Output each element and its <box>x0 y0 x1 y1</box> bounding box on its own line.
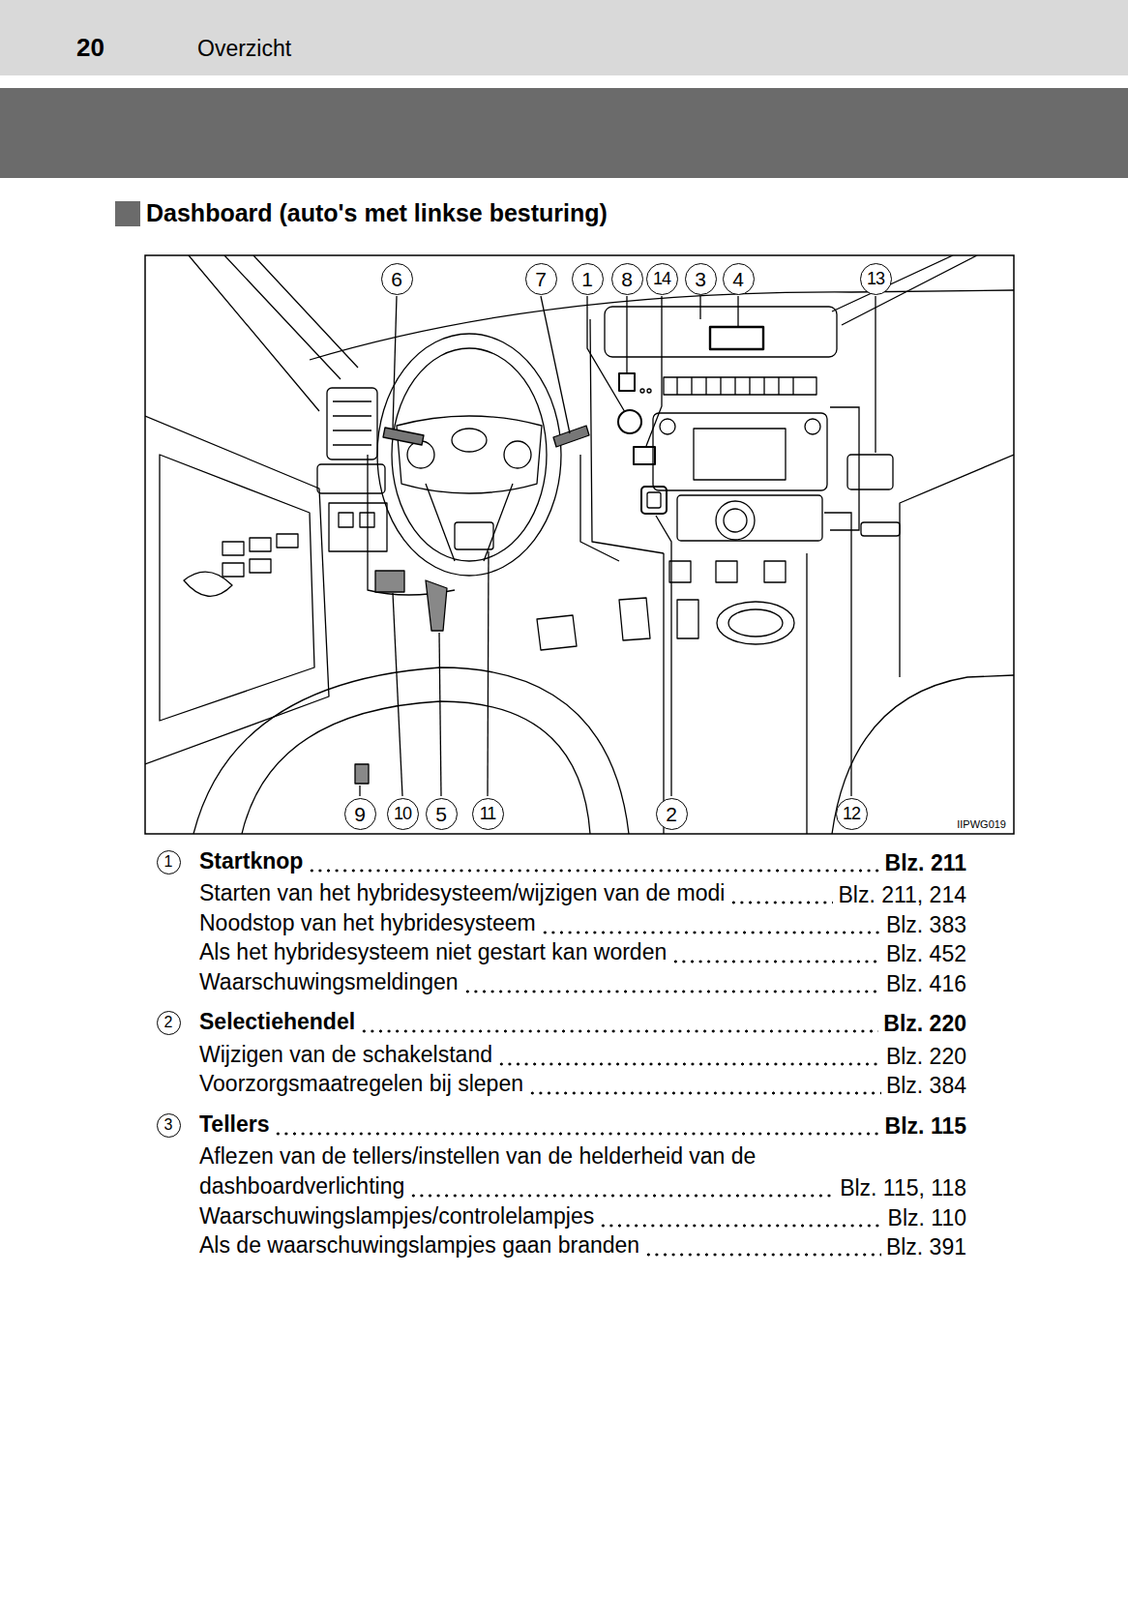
page-title: Dashboard (auto's met linkse besturing) <box>146 199 608 228</box>
index-entry: Starten van het hybridesysteem/wijzigen … <box>199 880 725 906</box>
callout-text: 4 <box>732 268 744 290</box>
index-entry: Noodstop van het hybridesysteem <box>199 910 536 936</box>
callout-number: 7 <box>525 263 558 296</box>
dot-leader <box>644 1251 882 1258</box>
callout-number: 9 <box>344 798 377 831</box>
callout-number: 10 <box>386 798 419 831</box>
page-reference: Blz. 452 <box>886 939 967 970</box>
index-row: Selectiehendel Blz. 220 <box>199 1007 967 1038</box>
index-heading: Selectiehendel <box>199 1009 356 1035</box>
index-entry: Voorzorgsmaatregelen bij slepen <box>199 1070 524 1097</box>
page-reference: Blz. 220 <box>886 1041 967 1072</box>
dot-leader <box>409 1192 835 1199</box>
dot-leader <box>598 1222 883 1229</box>
index-heading: Tellers <box>199 1111 269 1137</box>
dot-leader <box>671 958 882 965</box>
callout-text: 12 <box>842 804 861 823</box>
leader-lines <box>359 296 876 797</box>
callout-text: 6 <box>390 268 403 290</box>
index-row: Waarschuwingslampjes/controlelampjes Blz.… <box>199 1201 967 1232</box>
index-row: Voorzorgsmaatregelen bij slepen Blz. 384 <box>199 1068 967 1099</box>
section-name: Overzicht <box>197 37 292 60</box>
callout-number: 14 <box>646 263 679 296</box>
index-entry: Waarschuwingsmeldingen <box>199 969 459 995</box>
dot-leader <box>463 988 882 995</box>
dot-leader <box>528 1090 882 1097</box>
callout-text: 8 <box>621 268 633 290</box>
figure-code: IIPWG019 <box>956 818 1007 831</box>
header-band-ground <box>0 0 1128 76</box>
page-reference: Blz. 211, 214 <box>837 880 967 911</box>
index-heading: Startknop <box>199 848 303 874</box>
illustration-frame <box>145 255 1014 834</box>
callout-number: 1 <box>571 263 604 296</box>
callout-text: 10 <box>393 804 412 823</box>
dark-band <box>0 88 1128 179</box>
callout-number: 2 <box>156 1010 181 1036</box>
index-row: Als het hybridesysteem niet gestart kan … <box>199 937 967 968</box>
callout-text: 7 <box>534 268 547 290</box>
callout-number: 11 <box>472 798 505 831</box>
page-reference: Blz. 110 <box>888 1203 967 1234</box>
dot-leader <box>307 867 880 874</box>
index-row: Startknop Blz. 211 <box>199 846 967 877</box>
callout-number: 12 <box>835 798 868 831</box>
callout-number: 3 <box>684 263 717 296</box>
callout-text: 13 <box>866 269 885 288</box>
page-reference: Blz. 220 <box>883 1009 967 1039</box>
index-row: Als de waarschuwingslampjes gaan branden… <box>199 1230 967 1261</box>
callout-text: 3 <box>164 1117 174 1133</box>
callout-text: 11 <box>479 804 497 823</box>
callout-text: 14 <box>653 269 671 288</box>
page-reference: Blz. 391 <box>886 1232 967 1263</box>
index-text: Starten van het hybridesysteem/wijzigen … <box>199 878 819 909</box>
index-entry: Waarschuwingslampjes/controlelampjes <box>199 1203 594 1229</box>
callout-text: 1 <box>581 268 594 290</box>
callout-number: 4 <box>722 263 755 296</box>
index-row: Waarschuwingsmeldingen Blz. 416 <box>199 967 967 998</box>
index-row: Tellers Blz. 115 <box>199 1109 967 1140</box>
title-marker <box>115 201 141 227</box>
page-reference: Blz. 115, 118 <box>839 1173 967 1204</box>
callout-text: 2 <box>665 803 678 825</box>
callout-text: 9 <box>354 803 366 825</box>
index-entry: Aflezen van de tellers/instellen van de … <box>199 1143 756 1199</box>
callout-number: 8 <box>611 263 644 296</box>
page-reference: Blz. 115 <box>885 1111 967 1142</box>
callout-number: 13 <box>860 263 892 296</box>
dashboard-drawing <box>145 255 1014 834</box>
header-band: 20 Overzicht <box>0 0 1128 76</box>
page-reference: Blz. 416 <box>886 969 967 1000</box>
dot-leader <box>729 899 833 906</box>
dot-leader <box>497 1061 882 1068</box>
dot-leader <box>540 929 882 936</box>
dot-leader <box>359 1028 879 1035</box>
callout-text: 5 <box>435 803 447 825</box>
page-reference: Blz. 383 <box>886 910 967 941</box>
index-row: Aflezen van de tellers/instellen van de … <box>199 1141 967 1202</box>
index-entry: Als de waarschuwingslampjes gaan branden <box>199 1232 640 1258</box>
page-number: 20 <box>76 34 105 60</box>
dot-leader <box>273 1130 880 1137</box>
callout-number: 2 <box>655 798 688 831</box>
callout-number: 5 <box>425 798 458 831</box>
index-entry: Wijzigen van de schakelstand <box>199 1041 493 1068</box>
index-entry: Als het hybridesysteem niet gestart kan … <box>199 939 667 965</box>
callout-number: 3 <box>156 1113 181 1138</box>
index-row: Wijzigen van de schakelstand Blz. 220 <box>199 1039 967 1070</box>
callout-number: 6 <box>381 263 414 296</box>
index-row: Starten van het hybridesysteem/wijzigen … <box>199 878 967 909</box>
page-reference: Blz. 384 <box>886 1070 967 1101</box>
index-row: Noodstop van het hybridesysteem Blz. 383 <box>199 908 967 939</box>
callout-number: 1 <box>156 850 181 875</box>
callout-text: 1 <box>164 854 174 870</box>
callout-text: 3 <box>694 268 707 290</box>
callout-text: 2 <box>164 1014 174 1031</box>
page-reference: Blz. 211 <box>885 848 967 879</box>
